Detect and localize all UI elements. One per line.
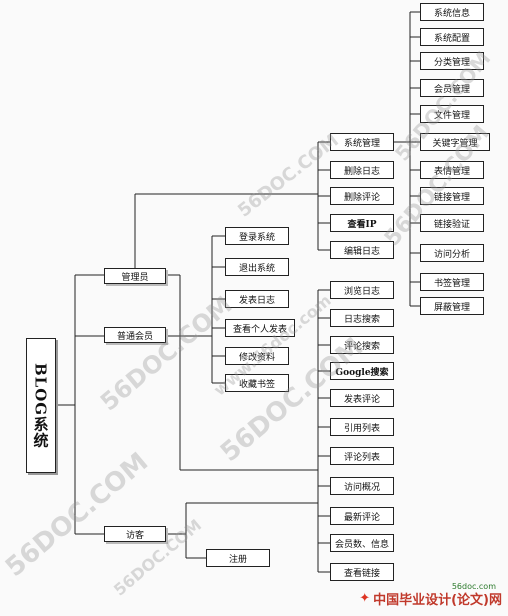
shared-function: 查看链接: [330, 563, 394, 581]
admin-function: 查看IP: [330, 214, 394, 232]
system-management-item: 表情管理: [420, 161, 484, 179]
root-node-blog-system: BLOG系统: [26, 338, 56, 473]
shared-function: Google搜索: [330, 362, 394, 380]
system-management-item: 链接管理: [420, 187, 484, 205]
shared-function: 访问概况: [330, 477, 394, 495]
system-management-item: 链接验证: [420, 214, 484, 232]
footer-logo: 56doc.com ✦ 中国毕业设计(论文)网: [300, 580, 508, 616]
system-management-item: 会员管理: [420, 79, 484, 97]
admin-function: 删除评论: [330, 187, 394, 205]
member-function: 退出系统: [225, 258, 289, 276]
system-management-item: 访问分析: [420, 244, 484, 262]
system-management-item: 屏蔽管理: [420, 297, 484, 315]
system-management-item: 分类管理: [420, 52, 484, 70]
system-management-item: 系统信息: [420, 3, 484, 21]
member-function: 收藏书签: [225, 374, 289, 392]
admin-function: 系统管理: [330, 133, 394, 151]
register-node: 注册: [206, 549, 270, 567]
member-function: 登录系统: [225, 227, 289, 245]
shared-function: 发表评论: [330, 389, 394, 407]
shared-function: 最新评论: [330, 507, 394, 525]
flag-icon: ✦: [359, 590, 371, 606]
member-function: 发表日志: [225, 290, 289, 308]
member-function: 查看个人发表: [225, 319, 295, 337]
shared-function: 会员数、信息: [330, 534, 394, 552]
shared-function: 引用列表: [330, 418, 394, 436]
footer-domain: 56doc.com: [451, 582, 496, 591]
shared-function: 日志搜索: [330, 309, 394, 327]
admin-function: 删除日志: [330, 161, 394, 179]
shared-function: 浏览日志: [330, 281, 394, 299]
role-member: 普通会员: [104, 327, 166, 343]
system-management-item: 书签管理: [420, 273, 484, 291]
shared-function: 评论搜索: [330, 336, 394, 354]
footer-brand: 中国毕业设计(论文)网: [373, 592, 502, 608]
role-visitor: 访客: [104, 526, 166, 542]
admin-function: 编辑日志: [330, 241, 394, 259]
system-management-item: 关键字管理: [420, 133, 490, 151]
shared-function: 评论列表: [330, 447, 394, 465]
role-admin: 管理员: [104, 268, 166, 284]
system-management-item: 文件管理: [420, 105, 484, 123]
member-function: 修改资料: [225, 347, 289, 365]
system-management-item: 系统配置: [420, 28, 484, 46]
